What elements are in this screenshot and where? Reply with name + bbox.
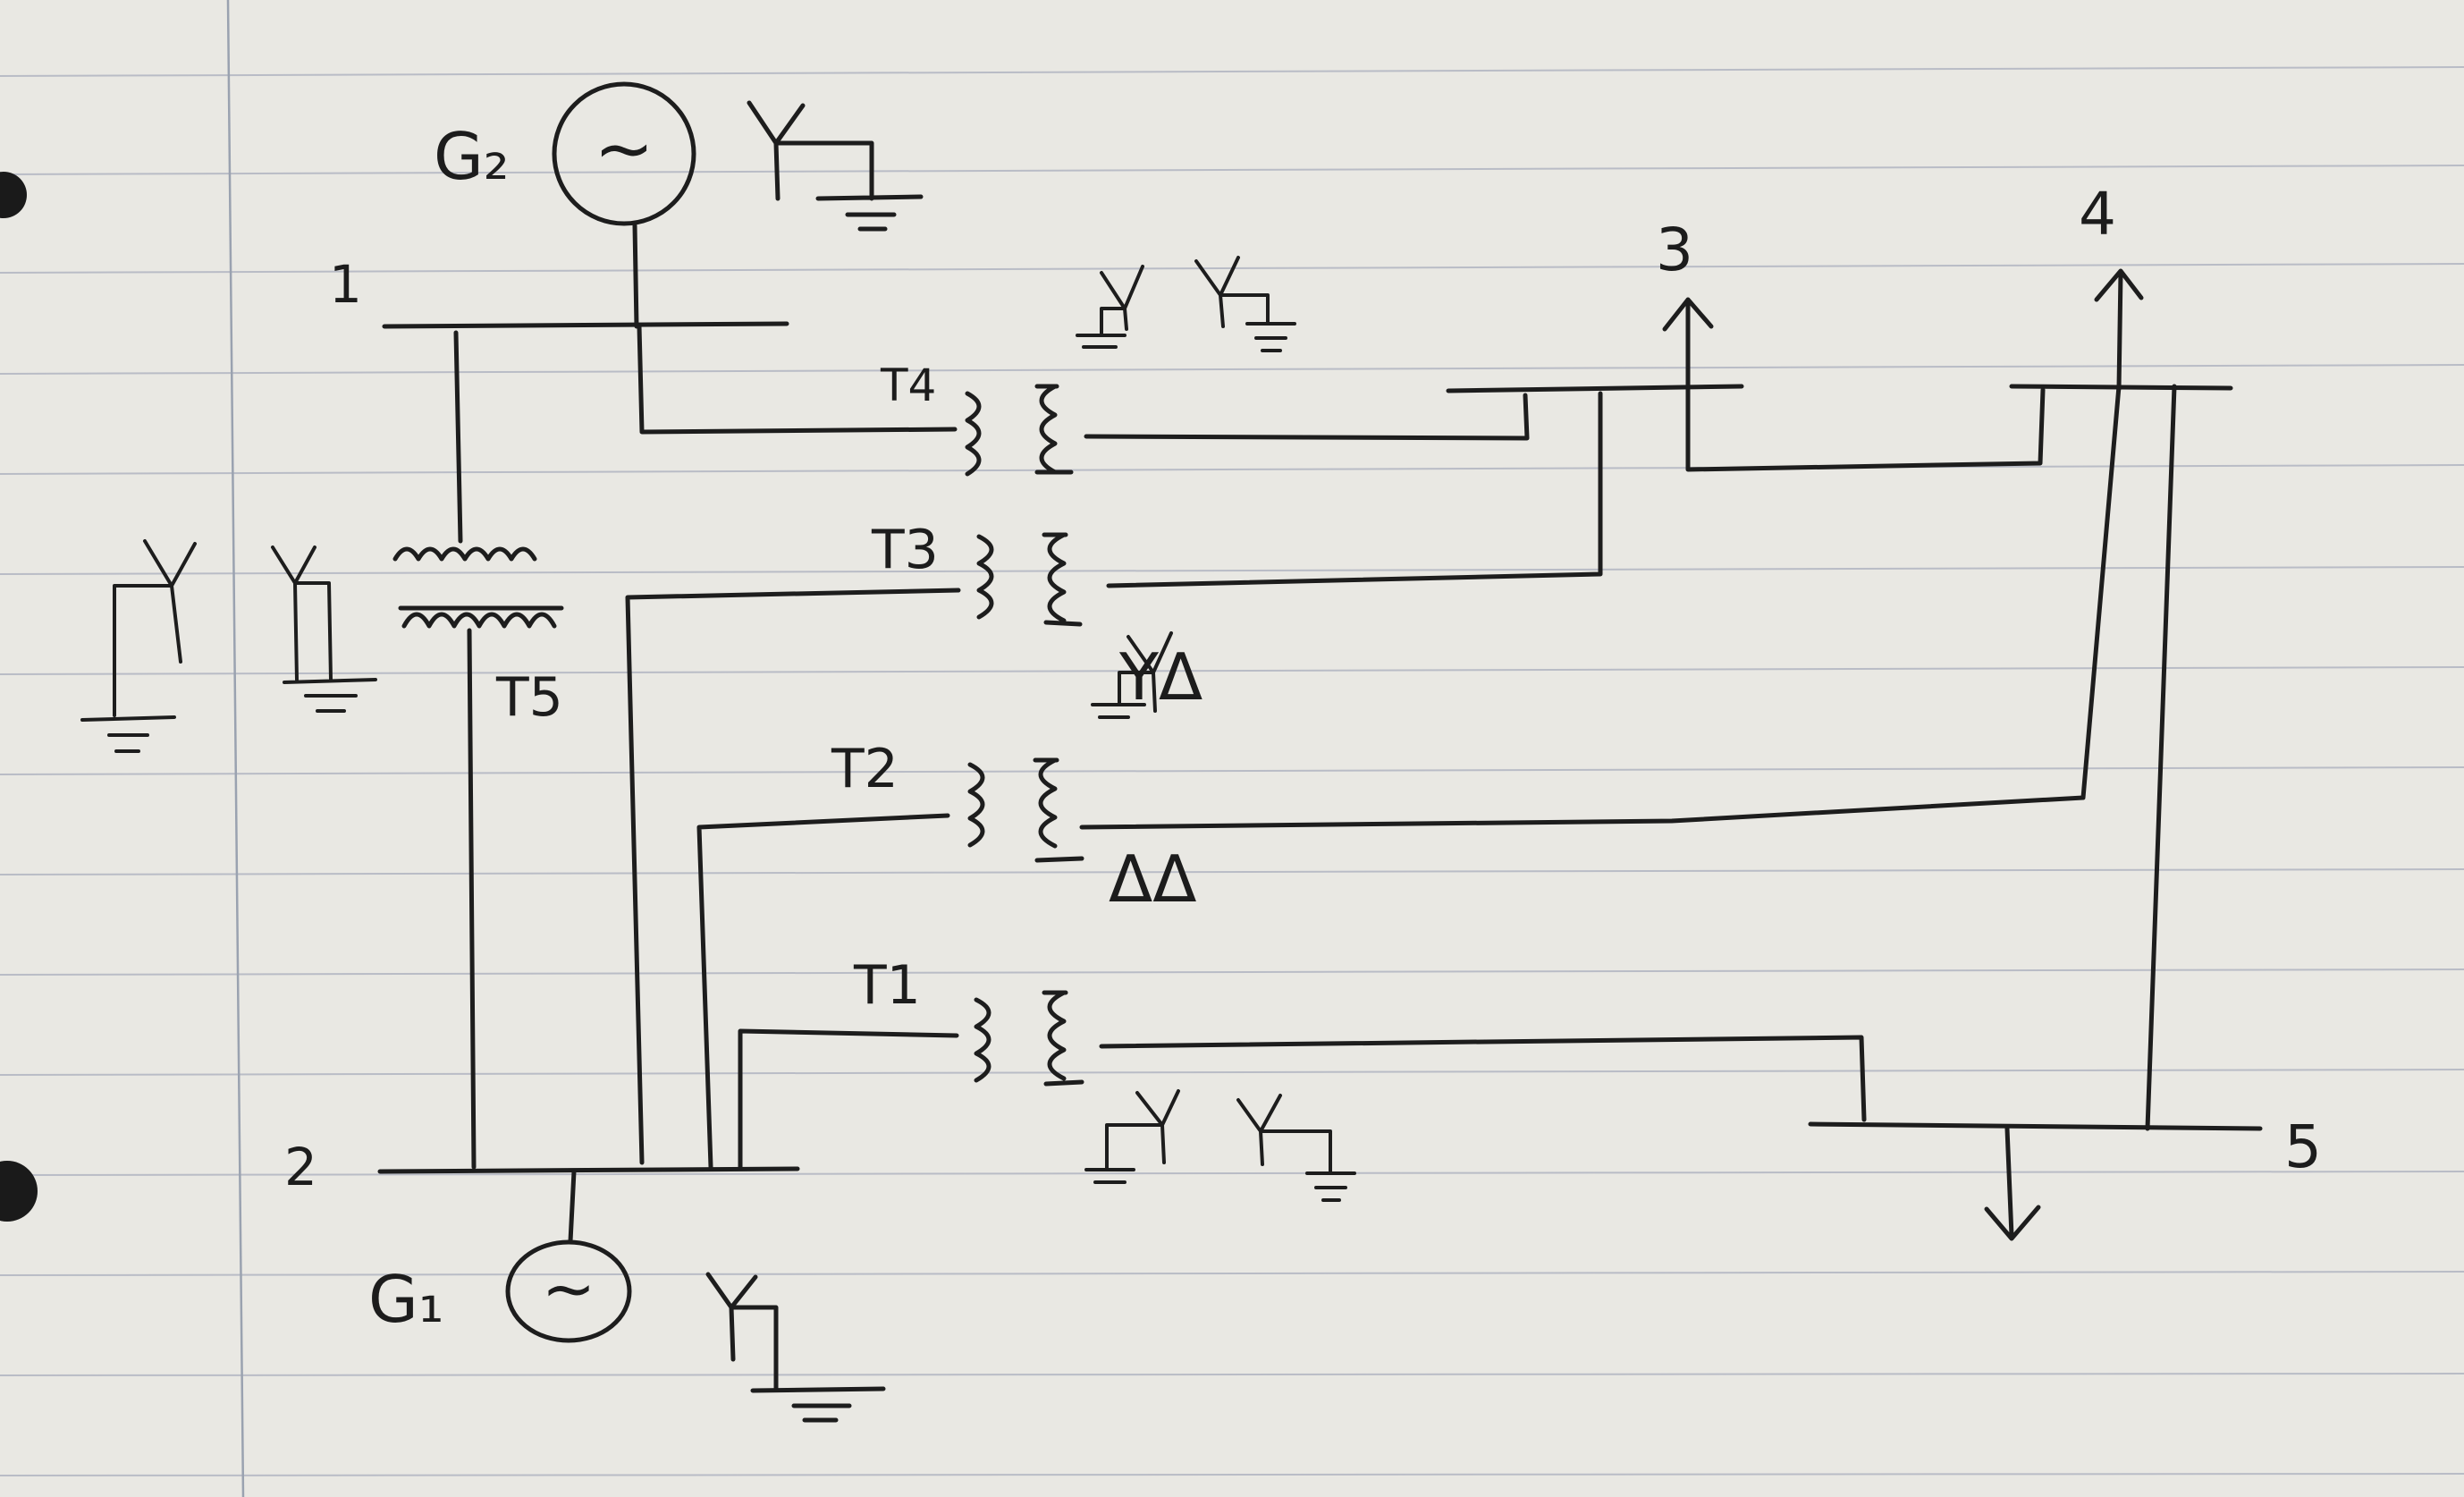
- bus-2-label: 2: [284, 1137, 317, 1197]
- bus-3-label: 3: [1656, 216, 1693, 284]
- margin-line: [226, 0, 245, 1497]
- generator-g2-lead: [632, 223, 639, 329]
- transformer-t4: T4: [637, 256, 1530, 477]
- t2-connection-annotation: ΔΔ: [1109, 842, 1197, 917]
- transformer-t3: T3 YΔ: [625, 391, 1603, 1165]
- t3-connection-annotation: YΔ: [1118, 639, 1202, 715]
- t2-primary-coil-icon: [967, 762, 985, 848]
- t1-primary-coil-icon: [974, 997, 992, 1083]
- t4-label: T4: [880, 359, 936, 411]
- generator-g2: ~ G₂: [434, 81, 924, 329]
- t5-secondary-coil-icon: [398, 605, 564, 629]
- bus-3: 3: [1446, 216, 1744, 393]
- transformer-t2: T2 ΔΔ: [696, 384, 2122, 1170]
- bus-1-label: 1: [329, 254, 362, 315]
- line-bus4-bus5-path: [2145, 384, 2177, 1131]
- t3-line-bus2: [625, 588, 961, 1165]
- load-bus-4: [2094, 268, 2144, 392]
- punch-hole-bottom: [0, 1161, 38, 1222]
- t3-primary-coil-icon: [976, 534, 994, 620]
- t1-y-grounded-secondary-icon: [1236, 1094, 1356, 1202]
- load-arrow-up-icon: [2094, 268, 2144, 392]
- load-bus-5: [1984, 1126, 2041, 1241]
- t5-y-grounded-secondary-icon: [271, 546, 377, 713]
- bus-5: 5: [1808, 1112, 2322, 1181]
- t3-line-bus3: [1106, 391, 1603, 588]
- line-bus4-bus5: [2145, 384, 2177, 1131]
- bus-5-bar: [1808, 1121, 2263, 1131]
- generator-g1: ~ G₁: [368, 1169, 886, 1423]
- t5-primary-coil-icon: [392, 546, 537, 562]
- bus-4-label: 4: [2079, 180, 2116, 249]
- t3-label: T3: [871, 519, 939, 581]
- bus-1-bar: [382, 321, 789, 329]
- bus-3-bar: [1446, 384, 1744, 393]
- t1-secondary-coil-icon: [1042, 990, 1084, 1087]
- ruled-lines: [0, 66, 2464, 1476]
- load-arrow-up-icon: [1662, 297, 1714, 392]
- load-bus-3: [1662, 297, 1714, 392]
- generator-g1-circle: [505, 1239, 632, 1343]
- t2-secondary-coil-icon: [1033, 757, 1084, 863]
- t5-label: T5: [495, 666, 563, 729]
- t4-line-bus3: [1084, 393, 1530, 441]
- t5-line-bus2: [467, 628, 477, 1170]
- t1-line-bus5: [1099, 1035, 1867, 1122]
- t3-y-grounded-icon: [1091, 631, 1173, 719]
- t1-label: T1: [853, 954, 921, 1017]
- t2-line-bus4: [1079, 384, 2122, 830]
- bus-5-label: 5: [2284, 1112, 2322, 1181]
- generator-g2-symbol: ~: [594, 107, 654, 190]
- line-bus3-bus4-path: [1685, 386, 2046, 472]
- generator-g1-y-grounded-icon: [705, 1272, 886, 1423]
- t2-line-bus2: [696, 813, 950, 1170]
- generator-g2-label: G₂: [434, 119, 510, 194]
- bus-1: 1: [329, 254, 789, 329]
- generator-g1-symbol: ~: [542, 1251, 595, 1326]
- t4-secondary-coil-icon: [1034, 384, 1074, 475]
- punch-hole-top: [0, 172, 27, 218]
- transformer-t5: T5: [80, 330, 564, 1170]
- t4-y-grounded-secondary-icon: [1194, 256, 1296, 352]
- generator-g2-y-grounded-icon: [747, 100, 924, 232]
- t4-y-grounded-primary-icon: [1076, 265, 1144, 349]
- line-bus3-bus4: [1685, 386, 2046, 472]
- t4-line-bus1: [637, 324, 958, 435]
- t1-line-bus2: [738, 1028, 959, 1170]
- transformer-t1: T1: [738, 954, 1867, 1202]
- generator-g2-circle: [552, 81, 696, 226]
- t3-secondary-coil-icon: [1042, 532, 1083, 627]
- bus-2: 2: [284, 1137, 800, 1197]
- generator-g1-label: G₁: [368, 1262, 444, 1337]
- t2-label: T2: [831, 738, 899, 800]
- t4-primary-coil-icon: [965, 391, 982, 477]
- load-arrow-down-icon: [1984, 1126, 2041, 1241]
- generator-g1-lead: [568, 1169, 577, 1244]
- t5-line-bus1: [453, 330, 463, 544]
- bus-2-bar: [377, 1166, 800, 1174]
- t1-y-grounded-primary-icon: [1084, 1089, 1180, 1184]
- t5-y-grounded-primary-icon: [80, 539, 197, 753]
